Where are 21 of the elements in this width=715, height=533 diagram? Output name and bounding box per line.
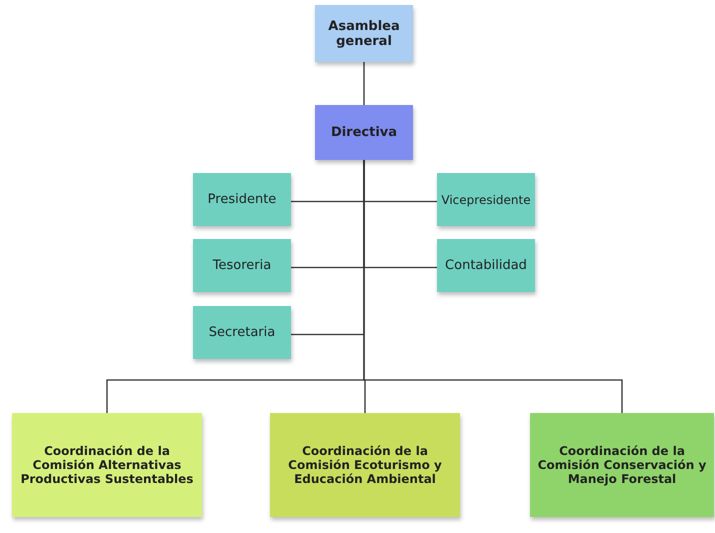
connector-line bbox=[363, 62, 365, 105]
box-label: Asamblea general bbox=[327, 18, 401, 48]
box-label: Coordinación de la Comisión Ecoturismo y Educación Ambiental bbox=[287, 444, 443, 486]
box-label: Tesoreria bbox=[212, 258, 272, 273]
box-label: Contabilidad bbox=[445, 258, 527, 273]
box-label: Coordinación de la Comisión Conservación y Manejo Forestal bbox=[536, 444, 708, 486]
org-box bbox=[437, 173, 535, 226]
org-box bbox=[437, 239, 535, 292]
org-box bbox=[270, 413, 460, 517]
box-label: Presidente bbox=[208, 192, 276, 207]
org-box bbox=[193, 173, 291, 226]
box-label: Directiva bbox=[330, 125, 398, 140]
box-label: Secretaria bbox=[208, 325, 276, 340]
org-box bbox=[530, 413, 714, 517]
org-box bbox=[193, 306, 291, 359]
org-box bbox=[12, 413, 202, 517]
box-label: Coordinación de la Comisión Alternativas Productivas Sustentables bbox=[20, 444, 194, 486]
box-label: Vicepresidente bbox=[441, 192, 531, 206]
org-box bbox=[315, 5, 413, 62]
org-box bbox=[193, 239, 291, 292]
org-box bbox=[315, 105, 413, 160]
